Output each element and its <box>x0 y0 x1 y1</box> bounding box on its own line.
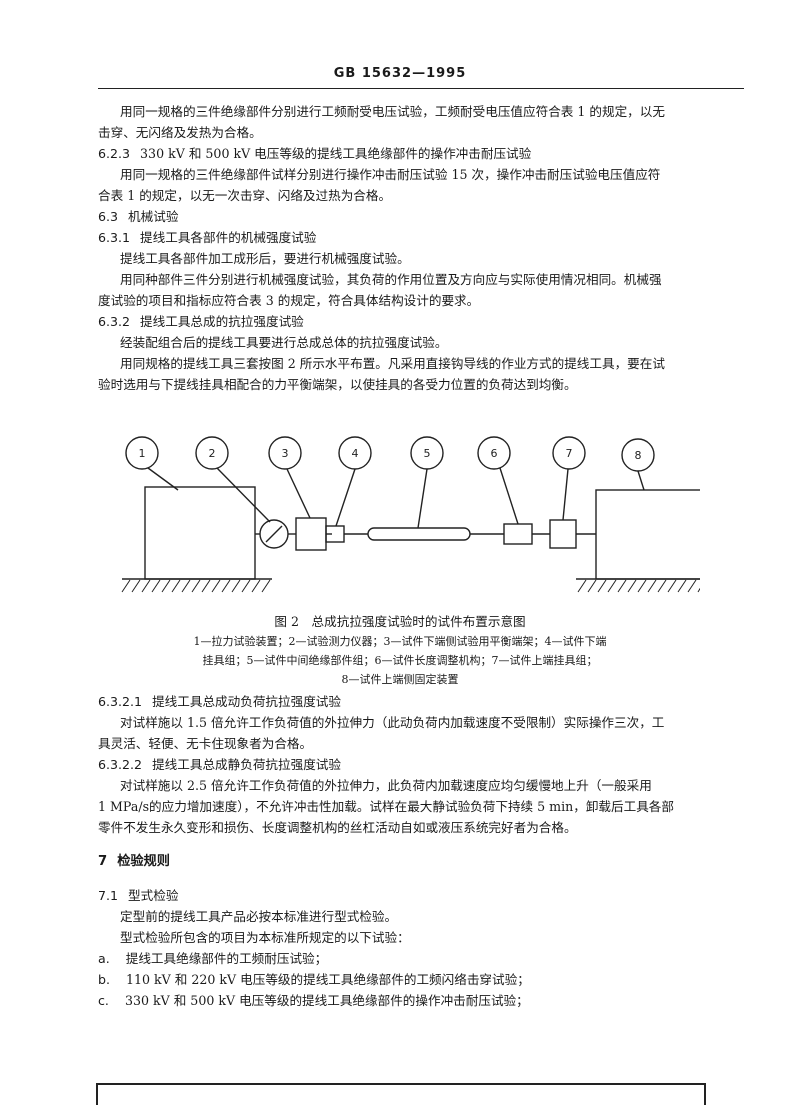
upper-end-hanger <box>549 519 577 549</box>
paragraph-line: 对试样施以 1.5 倍允许工作负荷值的外拉伸力（此动负荷内加载速度不受限制）实际… <box>120 715 665 730</box>
chapter-heading-7: 7 检验规则 <box>98 852 744 871</box>
section-title: 提线工具总成静负荷抗拉强度试验 <box>152 757 341 772</box>
section-heading-6-3-1: 6.3.1 提线工具各部件的机械强度试验 <box>98 228 744 247</box>
test-arrangement-diagram: 1 2 3 4 5 6 7 8 <box>121 436 700 593</box>
section-title: 提线工具各部件的机械强度试验 <box>140 230 317 245</box>
paragraph-line: 提线工具各部件加工成形后，要进行机械强度试验。 <box>120 251 410 266</box>
label-2: 2 <box>209 447 216 460</box>
length-adjuster <box>503 523 533 545</box>
paragraph-line: 型式检验所包含的项目为本标准所规定的以下试验： <box>120 930 410 945</box>
section-heading-6-3-2-1: 6.3.2.1 提线工具总成动负荷抗拉强度试验 <box>98 692 744 711</box>
list-item-a: a. 提线工具绝缘部件的工频耐压试验； <box>98 949 744 968</box>
balance-end-frame <box>295 517 327 551</box>
section-title: 机械试验 <box>128 209 179 224</box>
section-number: 7 <box>98 854 108 869</box>
list-marker: b. <box>98 972 110 987</box>
paragraph-line: 1 MPa/s的应力增加速度），不允许冲击性加载。试样在最大静试验负荷下持续 5… <box>98 799 674 814</box>
section-number: 6.3.1 <box>98 230 131 245</box>
section-number: 7.1 <box>98 888 119 903</box>
paragraph-line: 用同规格的提线工具三套按图 2 所示水平布置。凡采用直接钩导线的作业方式的提线工… <box>120 356 665 371</box>
list-item-text: 提线工具绝缘部件的工频耐压试验； <box>125 951 328 966</box>
label-6: 6 <box>491 447 498 460</box>
list-item-b: b. 110 kV 和 220 kV 电压等级的提线工具绝缘部件的工频闪络击穿试验… <box>98 970 744 989</box>
section-heading-6-3-2: 6.3.2 提线工具总成的抗拉强度试验 <box>98 312 744 331</box>
paragraph-line: 合表 1 的规定，以无一次击穿、闪络及过热为合格。 <box>98 188 392 203</box>
section-title: 型式检验 <box>128 888 179 903</box>
section-heading-6-3-2-2: 6.3.2.2 提线工具总成静负荷抗拉强度试验 <box>98 755 744 774</box>
section-number: 6.2.3 <box>98 146 131 161</box>
insulation-component <box>367 527 471 541</box>
section-title: 检验规则 <box>117 854 170 869</box>
section-title: 330 kV 和 500 kV 电压等级的提线工具绝缘部件的操作冲击耐压试验 <box>140 146 532 161</box>
section-title: 提线工具总成的抗拉强度试验 <box>140 314 304 329</box>
paragraph-line: 用同一规格的三件绝缘部件试样分别进行操作冲击耐压试验 15 次，操作冲击耐压试验… <box>120 167 661 182</box>
section-heading-6-2-3: 6.2.3 330 kV 和 500 kV 电压等级的提线工具绝缘部件的操作冲击耐… <box>98 144 744 163</box>
page-header: GB 15632—1995 <box>333 66 467 81</box>
paragraph-line: 用同一规格的三件绝缘部件分别进行工频耐受电压试验，工频耐受电压值应符合表 1 的… <box>120 104 665 119</box>
lower-end-hanger <box>325 525 345 543</box>
label-3: 3 <box>282 447 289 460</box>
section-number: 6.3.2.2 <box>98 757 143 772</box>
figure-legend-line: 8—试件上端侧固定装置 <box>341 673 459 686</box>
paragraph-line: 度试验的项目和指标应符合表 3 的规定，符合具体结构设计的要求。 <box>98 293 480 308</box>
paragraph-line: 具灵活、轻便、无卡住现象者为合格。 <box>98 736 313 751</box>
list-marker: a. <box>98 951 110 966</box>
section-heading-6-3: 6.3 机械试验 <box>98 207 744 226</box>
upper-fixing-device <box>595 489 700 580</box>
gauge-icon <box>259 519 289 549</box>
paragraph-line: 用同种部件三件分别进行机械强度试验，其负荷的作用位置及方向应与实际使用情况相同。… <box>120 272 662 287</box>
list-item-text: 110 kV 和 220 kV 电压等级的提线工具绝缘部件的工频闪络击穿试验； <box>126 972 530 987</box>
list-item-text: 330 kV 和 500 kV 电压等级的提线工具绝缘部件的操作冲击耐压试验； <box>124 993 529 1008</box>
bottom-frame <box>96 1083 706 1105</box>
paragraph-line: 零件不发生永久变形和损伤、长度调整机构的丝杠活动自如或液压系统完好者为合格。 <box>98 820 577 835</box>
figure-legend-line: 挂具组；5—试件中间绝缘部件组；6—试件长度调整机构；7—试件上端挂具组； <box>202 654 598 667</box>
paragraph-line: 验时选用与下提线挂具相配合的力平衡端架，以使挂具的各受力位置的负荷达到均衡。 <box>98 377 577 392</box>
list-item-c: c. 330 kV 和 500 kV 电压等级的提线工具绝缘部件的操作冲击耐压试验… <box>98 991 744 1010</box>
label-8: 8 <box>635 449 642 462</box>
label-1: 1 <box>139 447 146 460</box>
figure-caption: 图 2 总成抗拉强度试验时的试件布置示意图 <box>274 614 526 629</box>
section-number: 6.3.2 <box>98 314 131 329</box>
section-number: 6.3 <box>98 209 119 224</box>
figure-legend-line: 1—拉力试验装置；2—试验测力仪器；3—试件下端侧试验用平衡端架；4—试件下端 <box>193 635 607 648</box>
label-4: 4 <box>352 447 359 460</box>
section-heading-7-1: 7.1 型式检验 <box>98 886 744 905</box>
paragraph-line: 对试样施以 2.5 倍允许工作负荷值的外拉伸力，此负荷内加载速度应均匀缓慢地上升… <box>120 778 652 793</box>
label-7: 7 <box>566 447 573 460</box>
paragraph-line: 经装配组合后的提线工具要进行总成总体的抗拉强度试验。 <box>120 335 448 350</box>
label-5: 5 <box>424 447 431 460</box>
section-number: 6.3.2.1 <box>98 694 143 709</box>
paragraph-line: 击穿、无闪络及发热为合格。 <box>98 125 262 140</box>
tensile-test-device <box>144 486 256 580</box>
section-title: 提线工具总成动负荷抗拉强度试验 <box>152 694 341 709</box>
paragraph-line: 定型前的提线工具产品必按本标准进行型式检验。 <box>120 909 398 924</box>
header-rule <box>98 88 744 89</box>
list-marker: c. <box>98 993 109 1008</box>
